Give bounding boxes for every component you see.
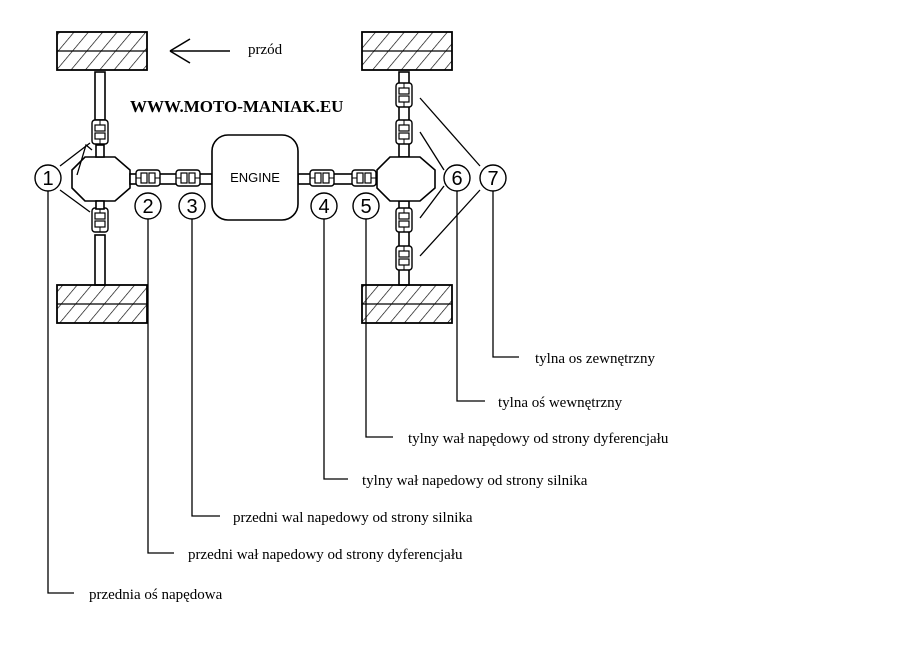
svg-text:7: 7 <box>487 168 498 190</box>
legend-label-3: przedni wal napedowy od strony silnika <box>233 510 473 526</box>
front-axle <box>56 31 148 324</box>
rear-shaft-engine-joint <box>309 169 335 187</box>
svg-text:3: 3 <box>186 196 197 218</box>
callout-7: 7 <box>479 164 507 192</box>
rear-lower-outer-joint <box>395 245 413 271</box>
site-title: WWW.MOTO-MANIAK.EU <box>130 97 343 116</box>
svg-text:4: 4 <box>318 196 329 218</box>
rear-shaft-diff-joint <box>351 169 377 187</box>
engine: ENGINE <box>211 134 299 221</box>
front-upper-inner-joint <box>91 119 109 145</box>
front-lower-inner-joint <box>91 207 109 233</box>
svg-text:6: 6 <box>451 168 462 190</box>
front-differential <box>71 156 131 202</box>
forward-arrow <box>169 38 230 64</box>
callout-2: 2 <box>134 192 162 220</box>
callout-5: 5 <box>352 192 380 220</box>
legend-label-2: przedni wał napedowy od strony dyferencj… <box>188 547 463 563</box>
callout-3: 3 <box>178 192 206 220</box>
legend-label-5: tylny wał napędowy od strony dyferencjał… <box>408 431 669 447</box>
rear-lower-inner-joint <box>395 207 413 233</box>
front-shaft-diff-joint <box>135 169 161 187</box>
legend-label-1: przednia oś napędowa <box>89 587 223 603</box>
rear-upper-inner-joint <box>395 119 413 145</box>
rear-differential <box>376 156 436 202</box>
rear-axle <box>361 31 453 324</box>
svg-text:2: 2 <box>142 196 153 218</box>
engine-label: ENGINE <box>230 170 280 185</box>
rear-upper-outer-joint <box>395 82 413 108</box>
svg-text:1: 1 <box>42 168 53 190</box>
direction-label: przód <box>248 42 283 58</box>
callout-4: 4 <box>310 192 338 220</box>
pointer-lines <box>59 97 481 257</box>
svg-text:5: 5 <box>360 196 371 218</box>
legend-label-7: tylna os zewnętrzny <box>535 351 655 367</box>
leader-lines <box>47 191 519 594</box>
legend-label-4: tylny wał napedowy od strony silnika <box>362 473 588 489</box>
legend-label-6: tylna oś wewnętrzny <box>498 395 623 411</box>
callout-6: 6 <box>443 164 471 192</box>
callout-1: 1 <box>34 164 62 192</box>
front-shaft-engine-joint <box>175 169 201 187</box>
